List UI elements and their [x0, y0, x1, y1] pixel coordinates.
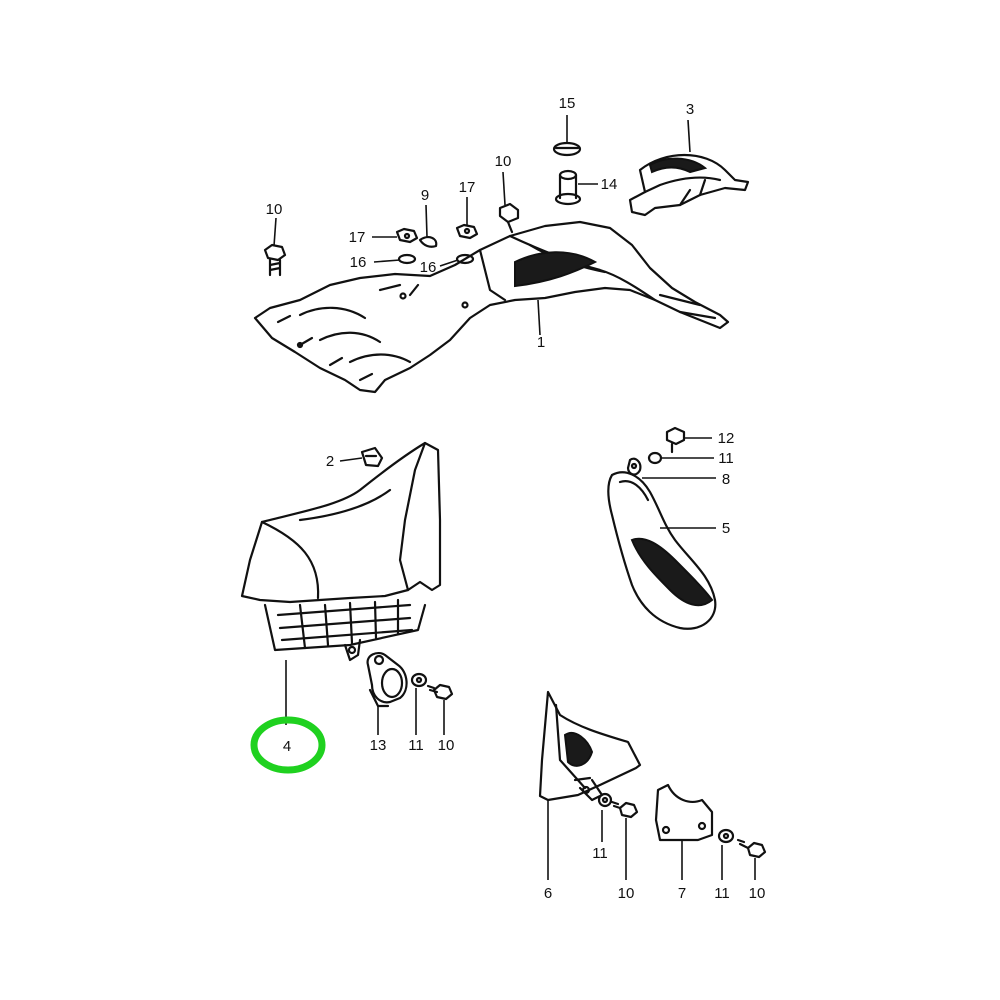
callout-10: 10 [266, 201, 283, 218]
part-11-washer-lower-right [717, 828, 735, 844]
callout-9: 9 [421, 187, 429, 204]
part-8-clip [626, 457, 642, 476]
part-9-clip [418, 236, 438, 248]
part-11-washer-top-right [647, 451, 663, 465]
part-10-screw-lower-left [610, 800, 639, 819]
callout-4: 4 [283, 738, 291, 755]
callout-labels: 15 3 14 10 9 17 17 16 16 10 1 2 12 11 8 … [266, 95, 766, 902]
part-4-wheel-house-cover [240, 441, 442, 662]
part-16-washer-left [397, 253, 417, 265]
part-7-small-bracket [654, 783, 714, 842]
callout-5: 5 [722, 520, 730, 537]
part-10-screw-mid [426, 683, 454, 701]
callout-10: 10 [618, 885, 635, 902]
callout-11: 11 [408, 737, 424, 754]
callout-3: 3 [686, 101, 694, 118]
callout-16: 16 [420, 259, 437, 276]
part-10-screw-lower-right [736, 838, 767, 859]
part-2-speed-clip [360, 446, 384, 468]
callout-13: 13 [370, 737, 387, 754]
part-1-wheel-housing-liner [253, 220, 730, 394]
part-16-washer-right [455, 253, 475, 265]
leader-lines [273, 115, 756, 880]
part-14-spacer-sleeve [554, 169, 582, 206]
callout-17: 17 [459, 179, 476, 196]
part-3-bracket [628, 154, 750, 217]
part-10-screw-top-middle [498, 202, 520, 234]
callout-15: 15 [559, 95, 576, 112]
part-10-screw-left [263, 243, 287, 277]
callout-10: 10 [438, 737, 455, 754]
callout-6: 6 [544, 885, 552, 902]
callout-14: 14 [601, 176, 618, 193]
part-13-clamp [366, 651, 408, 708]
callout-10: 10 [495, 153, 512, 170]
part-17-nut-right [455, 223, 479, 240]
part-11-washer-mid [410, 672, 428, 688]
callout-16: 16 [350, 254, 367, 271]
part-15-speed-nut [552, 141, 582, 157]
highlight-ring [250, 716, 326, 774]
part-11-washer-lower-left [597, 792, 613, 808]
callout-7: 7 [678, 885, 686, 902]
callout-1: 1 [537, 334, 545, 351]
part-17-nut-left [395, 227, 419, 244]
part-12-screw [665, 426, 686, 454]
callout-17: 17 [349, 229, 366, 246]
part-5-rubber-boot [607, 471, 717, 630]
callout-11: 11 [718, 450, 734, 467]
callout-11: 11 [592, 845, 608, 862]
callout-2: 2 [326, 453, 334, 470]
callout-8: 8 [722, 471, 730, 488]
callout-10: 10 [749, 885, 766, 902]
part-6-panel [538, 690, 642, 802]
callout-11: 11 [714, 885, 730, 902]
callout-12: 12 [718, 430, 735, 447]
